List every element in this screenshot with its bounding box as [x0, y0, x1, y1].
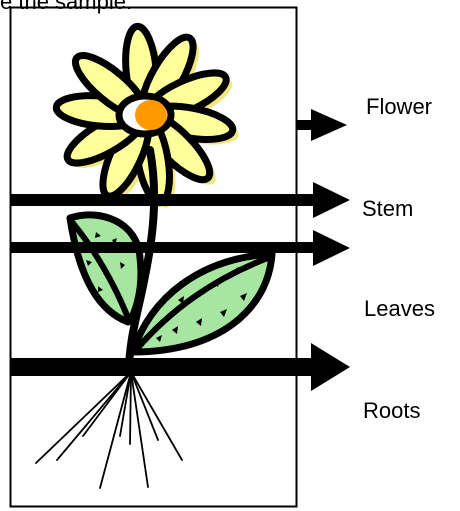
- leaves-arrow: [10, 230, 350, 266]
- label-stem: Stem: [362, 196, 413, 222]
- label-roots: Roots: [363, 398, 420, 424]
- flower-center: [135, 100, 167, 130]
- left-leaf: [70, 215, 141, 322]
- flower-head: [55, 25, 241, 210]
- label-leaves: Leaves: [364, 296, 435, 322]
- right-leaf: [133, 254, 272, 352]
- roots: [36, 372, 182, 488]
- flower-arrow: [297, 109, 347, 141]
- stem-arrow: [10, 182, 350, 218]
- label-flower: Flower: [366, 94, 432, 120]
